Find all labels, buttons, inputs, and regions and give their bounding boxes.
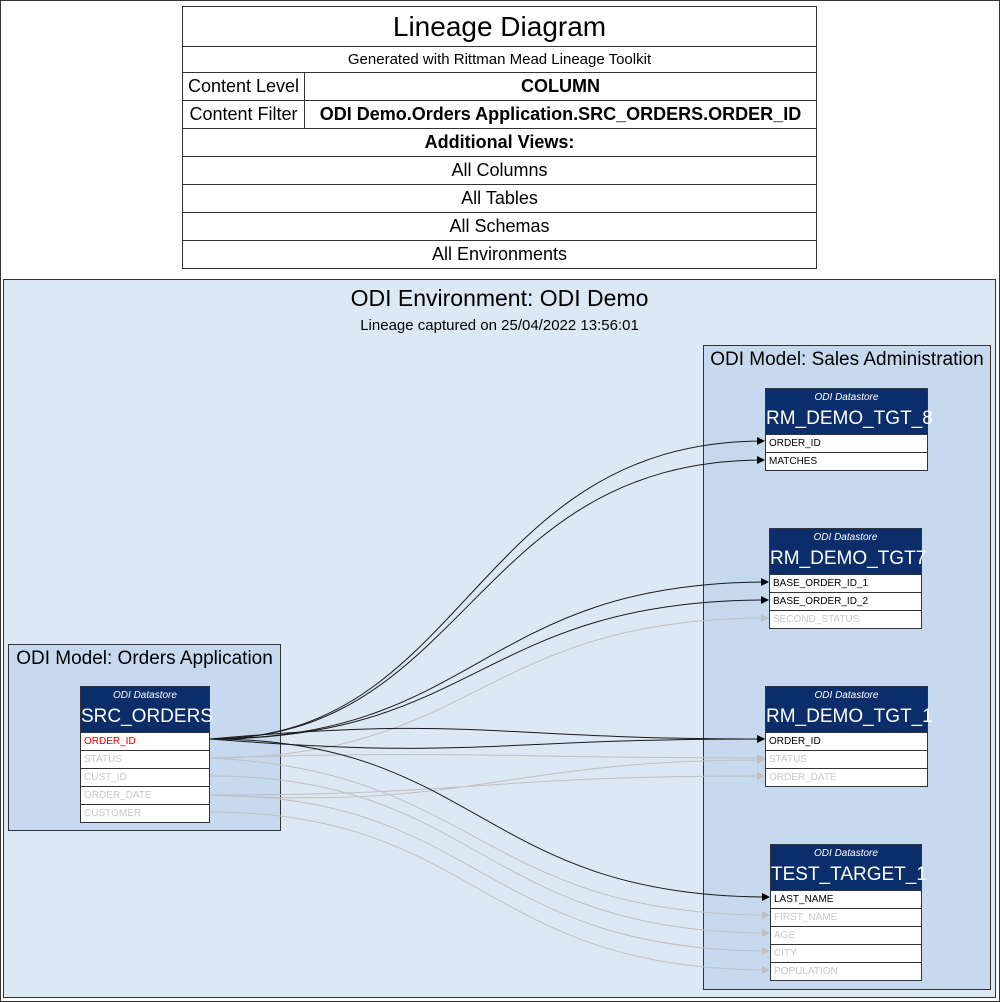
column-base-order-id-1[interactable]: BASE_ORDER_ID_1 (770, 574, 921, 592)
datastore-src-orders[interactable]: ODI Datastore SRC_ORDERS ORDER_ID STATUS… (80, 686, 213, 823)
datastore-type: ODI Datastore (771, 845, 921, 862)
datastore-type: ODI Datastore (766, 687, 927, 704)
view-link-all-tables[interactable]: All Tables (182, 184, 817, 213)
view-link-all-schemas[interactable]: All Schemas (182, 212, 817, 241)
column-age[interactable]: AGE (771, 926, 921, 944)
additional-views-label: Additional Views: (182, 128, 817, 157)
column-last-name[interactable]: LAST_NAME (771, 890, 921, 908)
datastore-rm-demo-tgt-8[interactable]: ODI Datastore RM_DEMO_TGT_8 ORDER_ID MAT… (765, 388, 933, 471)
content-level-label: Content Level (182, 72, 305, 101)
datastore-name: RM_DEMO_TGT_8 (766, 406, 933, 434)
datastore-test-target-1[interactable]: ODI Datastore TEST_TARGET_1 LAST_NAME FI… (770, 844, 927, 981)
column-first-name[interactable]: FIRST_NAME (771, 908, 921, 926)
column-order-id[interactable]: ORDER_ID (766, 732, 927, 750)
model-title: ODI Model: Sales Administration (710, 349, 984, 370)
column-base-order-id-2[interactable]: BASE_ORDER_ID_2 (770, 592, 921, 610)
environment-title: ODI Environment: ODI Demo (350, 285, 649, 311)
column-order-date[interactable]: ORDER_DATE (81, 786, 209, 804)
diagram-title: Lineage Diagram (182, 6, 817, 47)
datastore-type: ODI Datastore (81, 687, 209, 704)
datastore-name: SRC_ORDERS (81, 704, 213, 732)
content-filter-label: Content Filter (182, 100, 305, 129)
column-matches[interactable]: MATCHES (766, 452, 927, 470)
column-status[interactable]: STATUS (81, 750, 209, 768)
datastore-type: ODI Datastore (770, 529, 921, 546)
datastore-name: TEST_TARGET_1 (771, 862, 927, 890)
column-second-status[interactable]: SECOND_STATUS (770, 610, 921, 628)
datastore-rm-demo-tgt-1[interactable]: ODI Datastore RM_DEMO_TGT_1 ORDER_ID STA… (765, 686, 933, 787)
view-link-all-columns[interactable]: All Columns (182, 156, 817, 185)
column-order-id[interactable]: ORDER_ID (766, 434, 927, 452)
datastore-name: RM_DEMO_TGT_1 (766, 704, 933, 732)
content-level-value: COLUMN (304, 72, 817, 101)
column-order-id[interactable]: ORDER_ID (81, 732, 209, 750)
model-title: ODI Model: Orders Application (16, 648, 273, 669)
datastore-rm-demo-tgt7[interactable]: ODI Datastore RM_DEMO_TGT7 BASE_ORDER_ID… (769, 528, 926, 629)
column-city[interactable]: CITY (771, 944, 921, 962)
content-filter-value: ODI Demo.Orders Application.SRC_ORDERS.O… (304, 100, 817, 129)
column-status[interactable]: STATUS (766, 750, 927, 768)
column-population[interactable]: POPULATION (771, 962, 921, 980)
lineage-header-table: Lineage Diagram Generated with Rittman M… (182, 6, 817, 269)
environment-subtitle: Lineage captured on 25/04/2022 13:56:01 (360, 317, 639, 334)
datastore-type: ODI Datastore (766, 389, 927, 406)
view-link-all-environments[interactable]: All Environments (182, 240, 817, 269)
column-order-date[interactable]: ORDER_DATE (766, 768, 927, 786)
diagram-subtitle: Generated with Rittman Mead Lineage Tool… (182, 46, 817, 73)
column-customer[interactable]: CUSTOMER (81, 804, 209, 822)
column-cust-id[interactable]: CUST_ID (81, 768, 209, 786)
datastore-name: RM_DEMO_TGT7 (770, 546, 926, 574)
